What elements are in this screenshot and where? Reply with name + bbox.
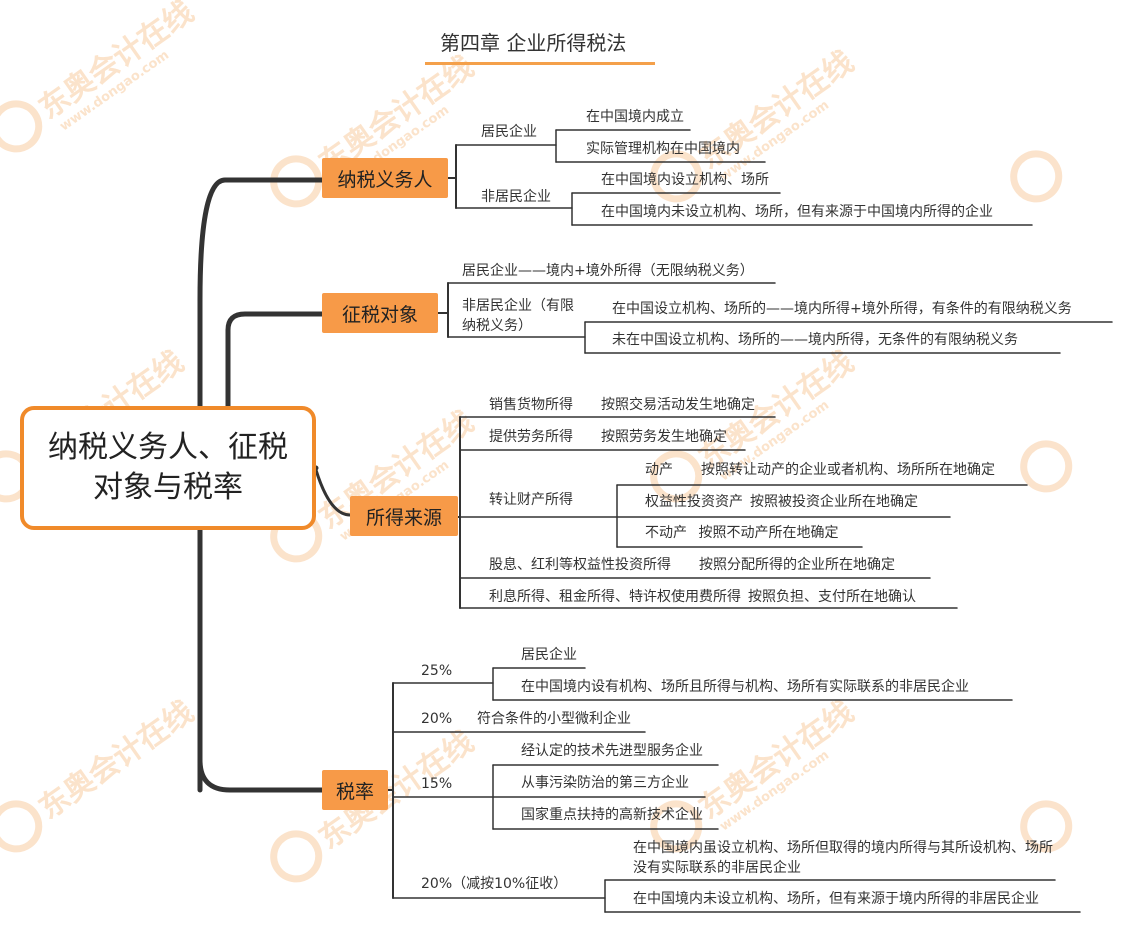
object-nonresident-item: 未在中国设立机构、场所的——境内所得，无条件的有限纳税义务 — [612, 332, 1018, 348]
root-node: 纳税义务人、征税对象与税率 — [20, 406, 316, 530]
rate-20: 20% — [421, 711, 453, 727]
page-title: 第四章 企业所得税法 — [440, 31, 627, 55]
taxpayer-resident-item: 在中国境内成立 — [586, 109, 684, 125]
source-property-item: 动产 按照转让动产的企业或者机构、场所所在地确定 — [645, 462, 995, 478]
source-dividend: 股息、红利等权益性投资所得 按照分配所得的企业所在地确定 — [489, 557, 895, 573]
object-nonresident-item: 在中国设立机构、场所的——境内所得+境外所得，有条件的有限纳税义务 — [612, 301, 1072, 317]
taxpayer-resident: 居民企业 — [481, 124, 537, 140]
node-income-source: 所得来源 — [350, 496, 458, 536]
rate-25: 25% — [421, 663, 453, 679]
rate-25-item: 居民企业 — [521, 647, 577, 663]
source-property: 转让财产所得 — [489, 492, 573, 508]
object-resident: 居民企业——境内+境外所得（无限纳税义务） — [462, 263, 754, 279]
rate-15-item: 国家重点扶持的高新技术企业 — [521, 807, 703, 823]
taxpayer-nonresident-item: 在中国境内未设立机构、场所，但有来源于中国境内所得的企业 — [601, 204, 993, 220]
trunk-branch-source — [314, 468, 352, 517]
rate-15: 15% — [421, 776, 453, 792]
source-property-item: 不动产 按照不动产所在地确定 — [645, 525, 839, 541]
rate-15-item: 从事污染防治的第三方企业 — [521, 775, 689, 791]
rate-20-reduced-item: 在中国境内未设立机构、场所，但有来源于境内所得的非居民企业 — [633, 891, 1039, 907]
rate-20-item: 符合条件的小型微利企业 — [477, 711, 631, 727]
node-taxpayer: 纳税义务人 — [322, 158, 448, 198]
source-services: 提供劳务所得 按照劳务发生地确定 — [489, 429, 727, 445]
trunk-branch-rate — [197, 757, 325, 793]
node-tax-object: 征税对象 — [322, 293, 438, 333]
taxpayer-nonresident-item: 在中国境内设立机构、场所 — [601, 172, 769, 188]
rate-15-item: 经认定的技术先进型服务企业 — [521, 743, 703, 759]
trunk-branch-taxpayer — [197, 177, 325, 303]
object-nonresident: 非居民企业（有限纳税义务） — [462, 298, 574, 334]
rate-25-item: 在中国境内设有机构、场所且所得与机构、场所有实际联系的非居民企业 — [521, 679, 969, 695]
source-interest: 利息所得、租金所得、特许权使用费所得 按照负担、支付所在地确认 — [489, 589, 916, 605]
source-goods: 销售货物所得 按照交易活动发生地确定 — [489, 397, 755, 413]
taxpayer-resident-item: 实际管理机构在中国境内 — [586, 141, 740, 157]
trunk-branch-object — [225, 311, 325, 473]
title-underline — [425, 62, 655, 65]
taxpayer-nonresident: 非居民企业 — [481, 189, 551, 205]
source-property-item: 权益性投资资产 按照被投资企业所在地确定 — [645, 494, 918, 510]
rate-20-reduced-item: 在中国境内虽设立机构、场所但取得的境内所得与其所设机构、场所没有实际联系的非居民… — [633, 840, 1053, 876]
rate-20-reduced: 20%（减按10%征收） — [421, 876, 568, 892]
node-tax-rate: 税率 — [322, 770, 388, 810]
